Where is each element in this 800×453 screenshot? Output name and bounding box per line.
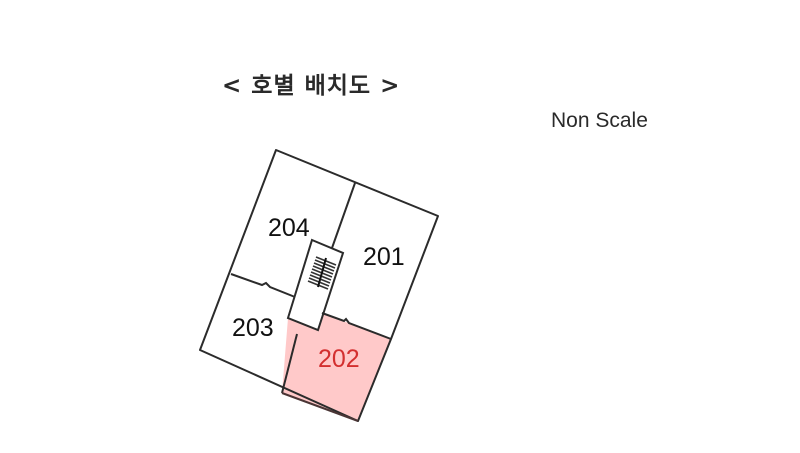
unit-202-label: 202 — [318, 345, 360, 373]
unit-201-label: 201 — [363, 243, 405, 271]
stair-core — [286, 238, 345, 332]
unit-204-label: 204 — [268, 214, 310, 242]
divider-204-203 — [230, 273, 296, 298]
stairs-icon — [307, 256, 337, 290]
unit-202-bottom-edge — [281, 392, 359, 422]
building-outline — [199, 149, 439, 422]
divider-204-201 — [331, 182, 356, 249]
scale-note: Non Scale — [551, 109, 648, 132]
divider-201-202 — [321, 312, 392, 340]
divider-203-202 — [281, 333, 298, 394]
unit-202-area[interactable] — [282, 313, 391, 421]
unit-203-label: 203 — [232, 314, 274, 342]
page-title: < 호별 배치도 > — [222, 73, 401, 99]
